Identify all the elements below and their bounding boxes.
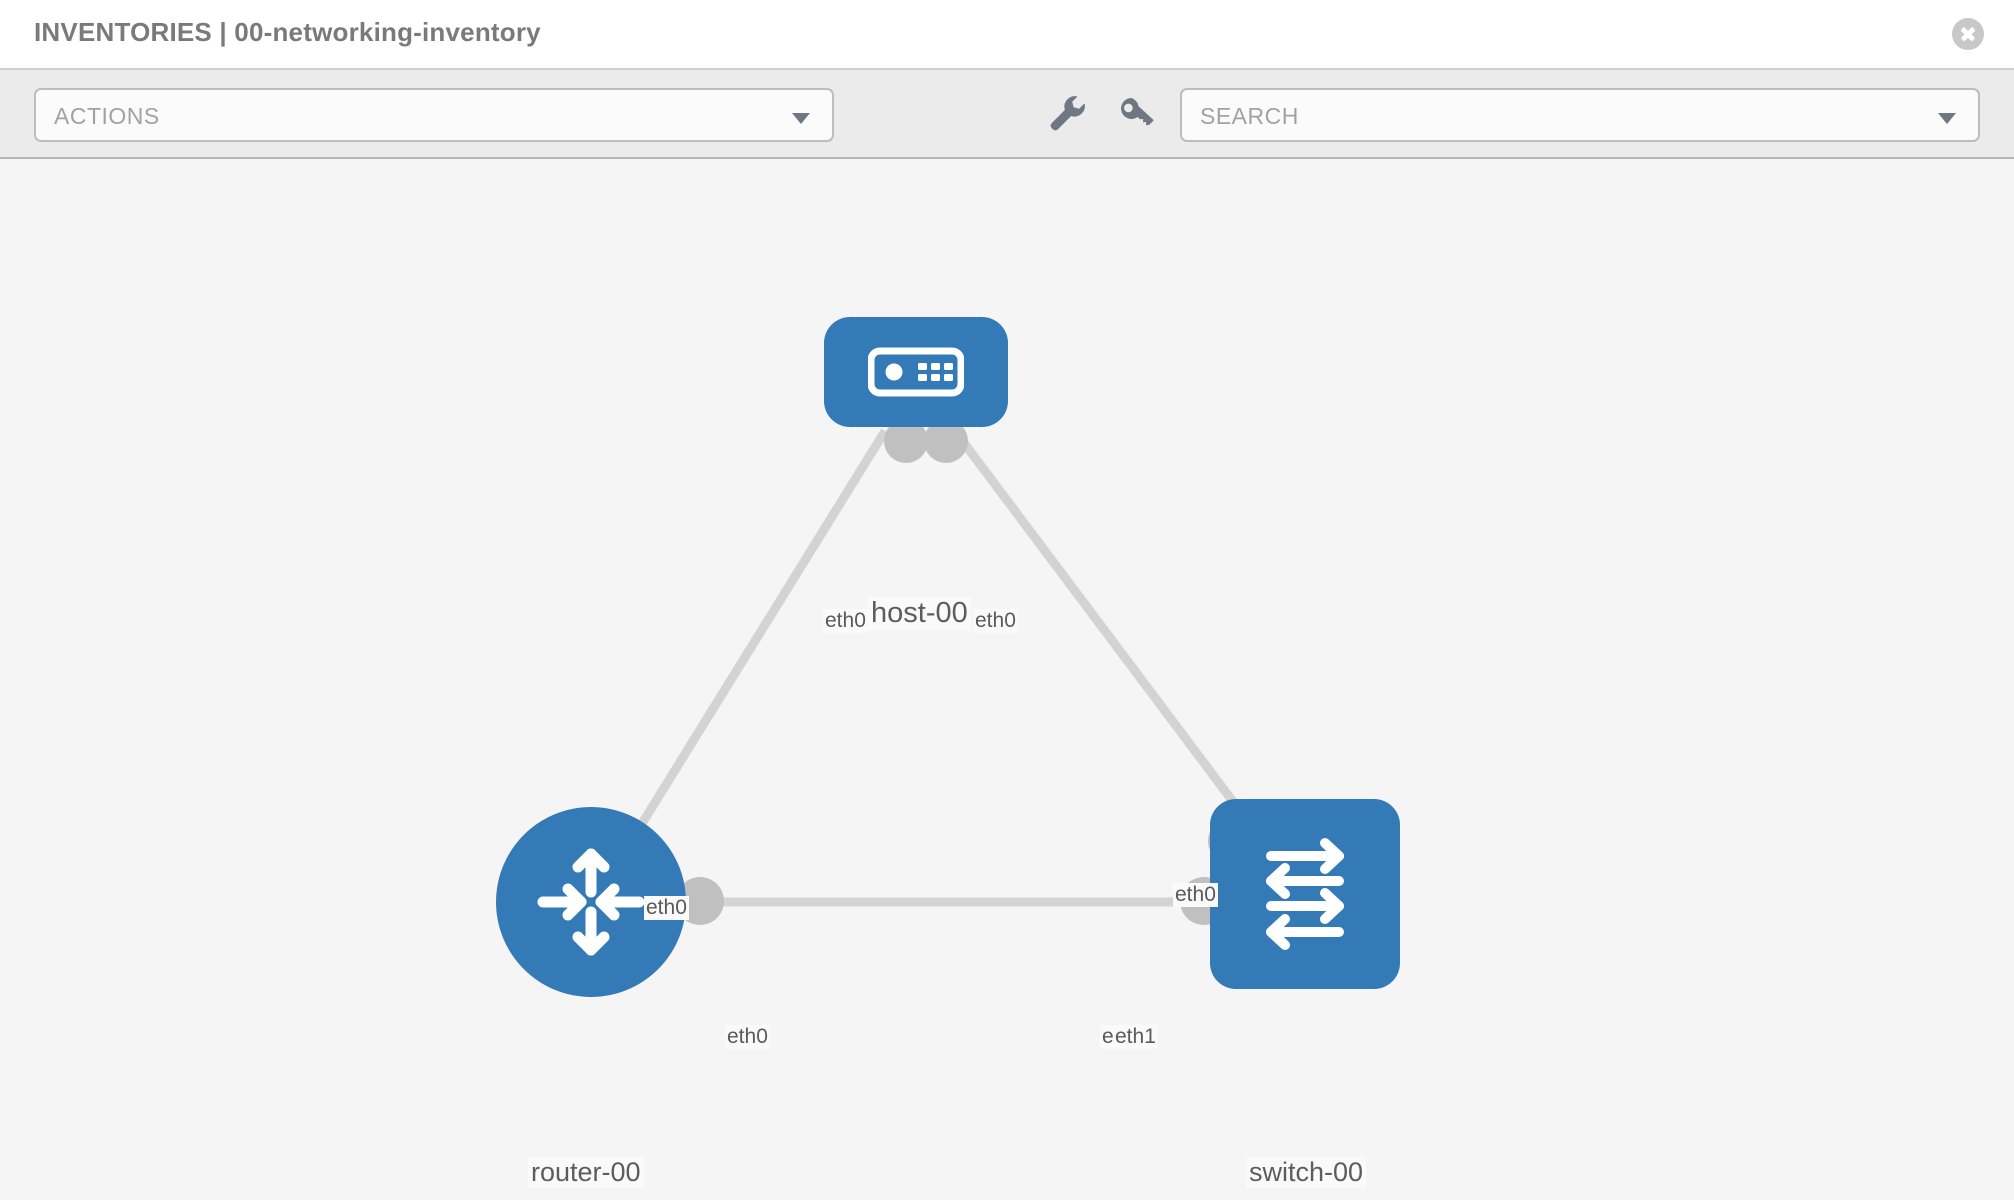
router-icon (537, 848, 645, 956)
actions-dropdown[interactable]: ACTIONS (34, 88, 834, 142)
topology-canvas[interactable]: host-00 eth0 eth0 router-00 eth0 eth0 (0, 159, 2014, 1200)
iface-label-switch-left-front: eth1 (1113, 1025, 1158, 1049)
node-label-switch-00: switch-00 (1246, 1157, 1367, 1188)
key-icon[interactable] (1113, 90, 1159, 138)
actions-dropdown-label: ACTIONS (54, 103, 160, 129)
iface-label-switch-up: eth0 (1173, 883, 1218, 907)
iface-label-host-right: eth0 (973, 609, 1018, 633)
search-placeholder: SEARCH (1200, 103, 1299, 129)
link-host-switch (951, 428, 1259, 834)
server-icon (868, 347, 964, 397)
switch-icon (1266, 838, 1344, 950)
chevron-down-icon (792, 113, 810, 124)
page-title: INVENTORIES | 00-networking-inventory (34, 17, 541, 47)
node-host-00[interactable] (824, 317, 1008, 427)
link-host-router (616, 428, 889, 862)
search-input[interactable]: SEARCH (1180, 88, 1980, 142)
node-switch-00[interactable] (1210, 799, 1400, 989)
node-label-router-00: router-00 (528, 1157, 644, 1188)
toolbar: ACTIONS SEARCH (0, 68, 2014, 159)
wrench-icon[interactable] (1043, 90, 1089, 138)
iface-label-router-up: eth0 (644, 896, 689, 920)
link-connectors (676, 419, 1256, 925)
iface-label-router-right: eth0 (725, 1025, 770, 1049)
chevron-down-icon[interactable] (1938, 113, 1956, 124)
topology-links (616, 419, 1259, 925)
node-label-host-00: host-00 (868, 597, 971, 630)
iface-label-host-left: eth0 (823, 609, 868, 633)
close-icon[interactable] (1952, 18, 1984, 50)
page-header: INVENTORIES | 00-networking-inventory (0, 0, 2014, 68)
